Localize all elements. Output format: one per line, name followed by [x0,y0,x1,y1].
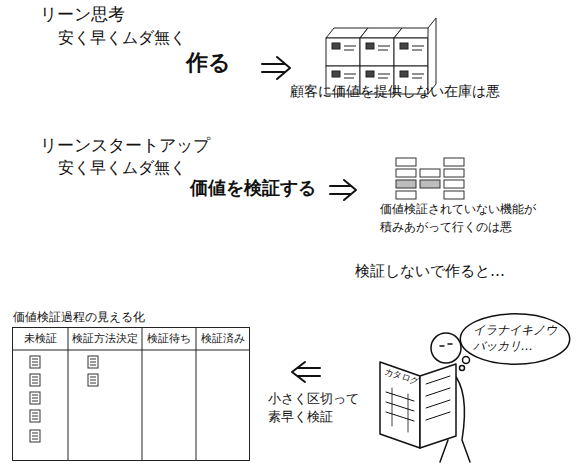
caption-text: 検証しないで作ると… [355,262,505,280]
subheading: 安く早くムダ無く [58,28,186,47]
key-verb: 作る [186,50,231,76]
note: 価値検証されていない機能が 積みあがって行くのは悪 [380,200,536,236]
column-header: 検証待ち [142,332,196,345]
heading: リーン思考 [40,4,125,24]
thought-bubble: イラナイキノウ バッカリ… [458,312,572,366]
column-header: 未検証 [12,332,68,345]
column-header: 検証済み [196,332,250,345]
note: 顧客に価値を提供しない在庫は悪 [290,83,500,100]
card-icons [30,356,98,442]
person-reading [380,333,470,462]
subheading: 安く早くムダ無く [58,158,186,177]
column-header: 検証方法決定 [68,332,142,345]
table-title: 価値検証過程の見える化 [13,309,145,326]
thought-text: イラナイキノウ バッカリ… [473,323,557,354]
double-arrow [262,57,356,382]
heading: リーンスタートアップ [40,135,210,155]
note: 小さく区切って 素早く検証 [268,390,359,426]
table-lines [12,327,250,461]
key-verb: 価値を検証する [190,177,316,199]
feature-grid [396,158,464,199]
inventory-boxes [326,18,436,94]
kanban-table: 価値検証過程の見える化 [12,327,250,461]
